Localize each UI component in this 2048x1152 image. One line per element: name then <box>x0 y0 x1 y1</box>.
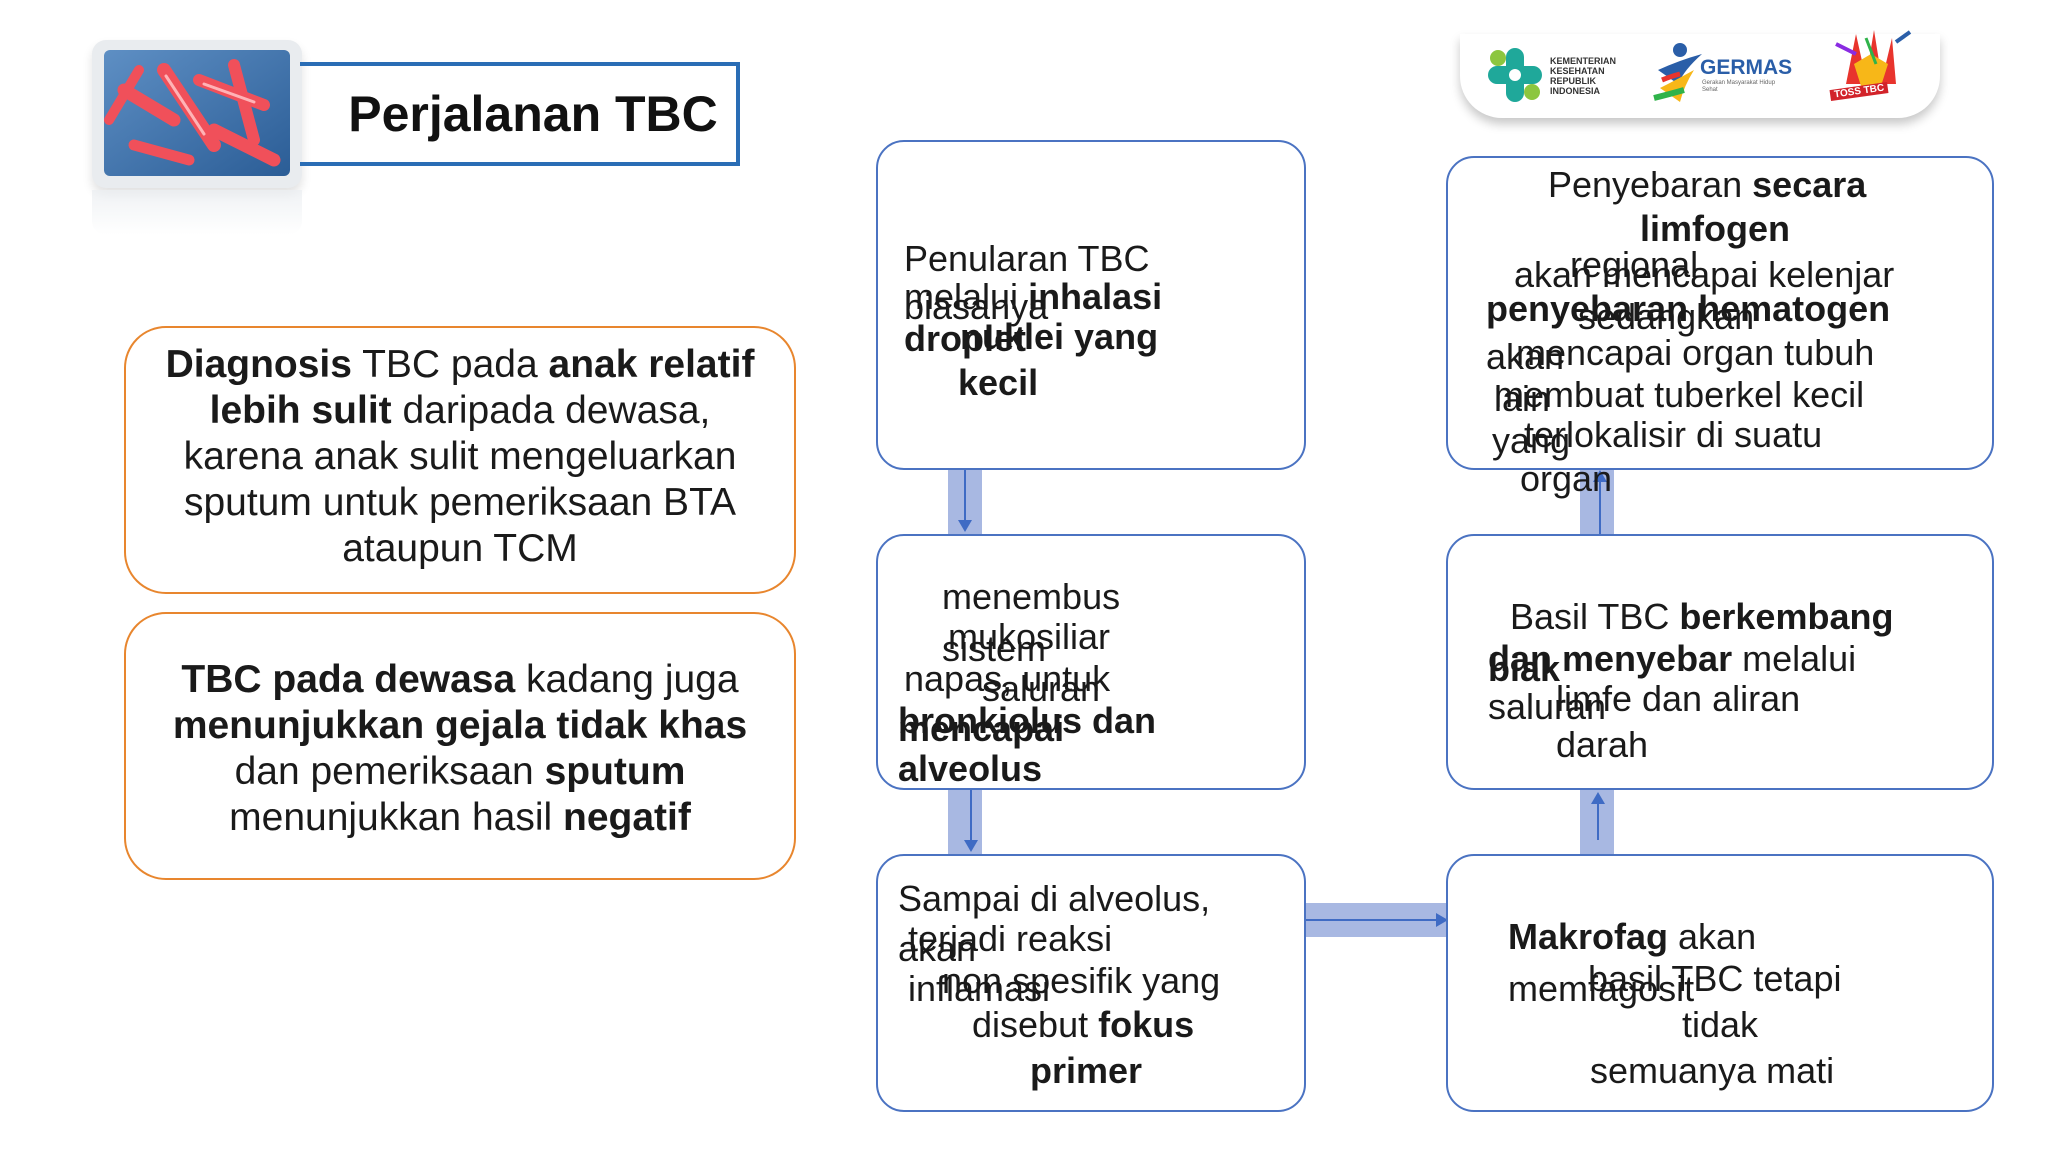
arrow-line-3-4 <box>1306 919 1440 921</box>
flow-node-berkembang: Basil TBC berkembang biak dan menyebar m… <box>1446 534 1994 790</box>
arrow-head-up-icon <box>1591 792 1605 804</box>
arrow-head-right-icon <box>1436 913 1448 927</box>
flow-node-penyebaran: Penyebaran secara limfogen regional akan… <box>1446 156 1994 499</box>
flow-node-menembus: menembus sistem mukosiliar saluran napas… <box>876 534 1306 790</box>
connector-2-3 <box>948 790 982 854</box>
arrow-head-down-icon <box>964 840 978 852</box>
germas-logo-icon <box>1650 40 1710 111</box>
arrow-line-1-2 <box>964 470 966 528</box>
title-box: Perjalanan TBC <box>300 62 740 166</box>
title-image-reflection <box>92 190 302 235</box>
info-box-adult: TBC pada dewasa kadang juga menunjukkan … <box>124 612 796 880</box>
info-box-diagnosis: Diagnosis TBC pada anak relatif lebih su… <box>124 326 796 594</box>
arrow-line-2-3 <box>970 790 972 848</box>
info-box-adult-text: TBC pada dewasa kadang juga menunjukkan … <box>172 658 748 839</box>
toss-tbc-logo-icon <box>1826 24 1916 101</box>
germas-text: GERMAS <box>1700 56 1793 79</box>
kemenkes-text: KEMENTERIAN KESEHATAN REPUBLIK INDONESIA <box>1550 56 1617 96</box>
germas-subtitle: Gerakan Masyarakat Hidup Sehat <box>1702 80 1776 93</box>
arrow-head-down-icon <box>958 520 972 532</box>
flow-node-alveolus: Sampai di alveolus, akan terjadi reaksi … <box>876 854 1306 1112</box>
arrow-head-up-icon <box>1593 470 1607 482</box>
arrow-line-5-6 <box>1599 478 1601 534</box>
info-box-diagnosis-text: Diagnosis TBC pada anak relatif lebih su… <box>165 343 755 570</box>
page-title: Perjalanan TBC <box>348 86 718 142</box>
flow-node-penularan: Penularan TBC biasanya melalui inhalasi … <box>876 140 1306 470</box>
bacteria-image <box>104 50 290 176</box>
arrow-line-4-5 <box>1597 798 1599 840</box>
flow-node-makrofag: Makrofag akan memfagosit basil TBC tetap… <box>1446 854 1994 1112</box>
kemenkes-logo-icon <box>1486 46 1544 109</box>
